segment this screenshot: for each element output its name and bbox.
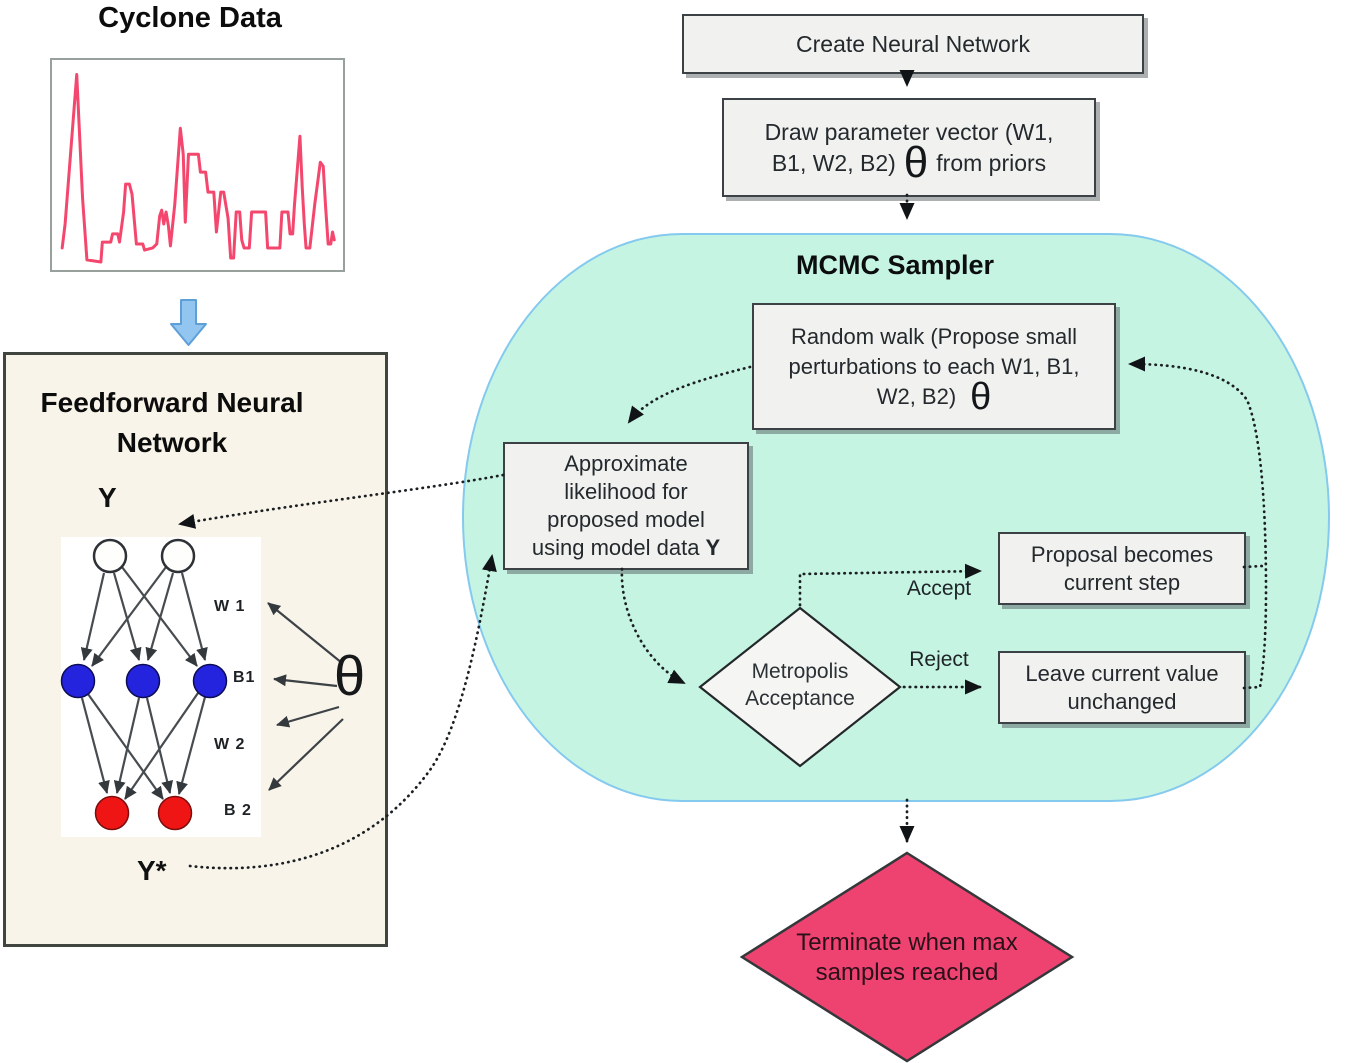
nn-diagram-background [61,537,261,837]
likelihood-y-bold: Y [705,535,721,560]
likelihood-line2: likelihood for [564,479,688,504]
metropolis-line1: Metropolis [751,660,849,683]
down-arrow-icon [170,299,207,346]
leave-line1: Leave current value [1025,660,1219,686]
proposal-line2: current step [1063,569,1181,595]
proposal-accepted-box: Proposal becomes current step [998,532,1246,605]
param-label-b1: B1 [233,669,256,686]
likelihood-box: Approximate likelihood for proposed mode… [503,442,749,570]
param-label-w2: W 2 [214,736,246,753]
cyclone-chart [50,58,345,272]
random-walk-box: Random walk (Propose small perturbations… [752,303,1116,430]
panel-title-line1: Feedforward [40,387,209,418]
random-walk-line1: Random walk (Propose small [790,323,1078,349]
proposal-line1: Proposal becomes [1030,541,1214,567]
param-label-w1: W 1 [214,598,246,615]
draw-priors-line1: Draw parameter vector (W1, [764,118,1054,145]
create-network-box: Create Neural Network [682,14,1144,74]
cyclone-line-series [62,74,334,262]
random-walk-line2: perturbations to each W1, B1, [788,353,1080,379]
draw-priors-box: Draw parameter vector (W1, B1, W2, B2) θ… [722,98,1096,197]
cyclone-title: Cyclone Data [98,2,282,34]
theta-symbol: θ [334,644,366,707]
model-output-ystar-label: Y* [137,855,167,886]
feedforward-panel-title: Feedforward Neural Network [22,383,322,463]
terminate-diamond-label: Terminate when max samples reached [777,928,1037,988]
terminate-line2: samples reached [815,959,999,986]
reject-label: Reject [909,648,969,671]
metropolis-diamond-label: Metropolis Acceptance [705,658,895,712]
likelihood-line1: Approximate [564,451,688,476]
leave-unchanged-box: Leave current value unchanged [998,651,1246,724]
leave-line2: unchanged [1067,688,1177,714]
model-data-y-label: Y [98,482,117,513]
metropolis-line2: Acceptance [745,687,855,710]
likelihood-line3: proposed model [547,507,705,532]
mcmc-sampler-title: MCMC Sampler [795,250,995,280]
draw-priors-line2: B1, W2, B2) θ from priors [771,138,1047,187]
param-label-b2: B 2 [224,802,252,819]
accept-label: Accept [906,577,972,600]
terminate-line1: Terminate when max [796,929,1018,956]
random-walk-line3: W2, B2) θ [876,375,992,418]
random-walk-line3-text: W2, B2) [876,383,957,409]
draw-priors-line2-pre: B1, W2, B2) [771,149,896,176]
likelihood-line4: using model data Y [532,534,720,562]
likelihood-line4-text: using model data [531,535,700,560]
draw-priors-line2-post: from priors [936,149,1047,176]
cyclone-chart-svg [52,60,343,270]
panel-title-line2: Neural Network [116,387,304,458]
create-network-label: Create Neural Network [796,30,1030,57]
